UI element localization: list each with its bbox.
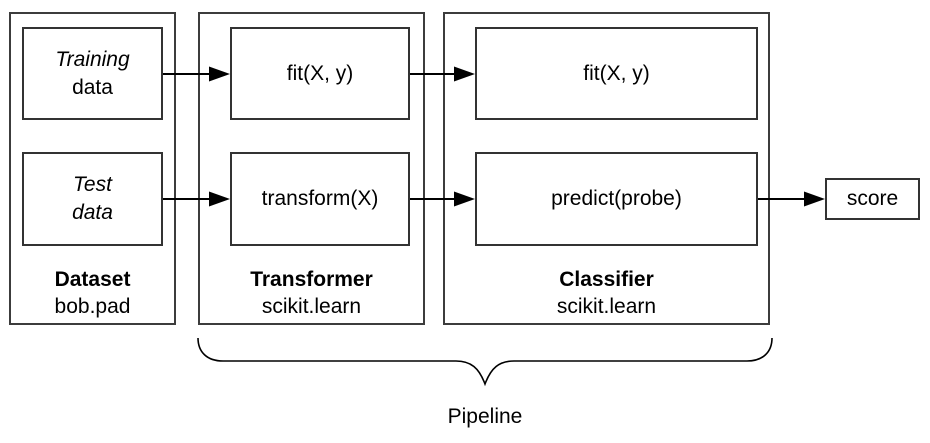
classifier-fit-box: fit(X, y): [475, 27, 758, 120]
test-data-line1: Test: [73, 173, 112, 196]
score-label: score: [846, 187, 899, 210]
pipeline-label: Pipeline: [447, 405, 523, 428]
training-data-box: Training data: [22, 27, 163, 120]
transformer-transform-box: transform(X): [230, 152, 410, 246]
classifier-subtitle: scikit.learn: [556, 295, 657, 318]
classifier-title: Classifier: [559, 268, 654, 291]
classifier-predict-box: predict(probe): [475, 152, 758, 246]
transformer-fit-label: fit(X, y): [286, 61, 354, 85]
test-data-line2: data: [72, 201, 113, 224]
training-data-line1: Training: [55, 47, 130, 71]
classifier-predict-label: predict(probe): [551, 187, 682, 210]
transformer-title: Transformer: [250, 268, 373, 291]
dataset-title: Dataset: [54, 268, 131, 291]
dataset-subtitle: bob.pad: [54, 295, 131, 318]
test-data-box: Test data: [22, 152, 163, 246]
classifier-fit-label: fit(X, y): [583, 61, 650, 85]
score-box: score: [825, 178, 920, 220]
pipeline-brace: [197, 337, 773, 387]
transformer-title-block: Transformer scikit.learn: [198, 266, 425, 320]
classifier-title-block: Classifier scikit.learn: [443, 266, 770, 320]
transformer-fit-box: fit(X, y): [230, 27, 410, 120]
transformer-transform-label: transform(X): [261, 187, 379, 210]
training-data-line2: data: [72, 75, 113, 99]
transformer-subtitle: scikit.learn: [261, 295, 362, 318]
dataset-title-block: Dataset bob.pad: [9, 266, 176, 320]
